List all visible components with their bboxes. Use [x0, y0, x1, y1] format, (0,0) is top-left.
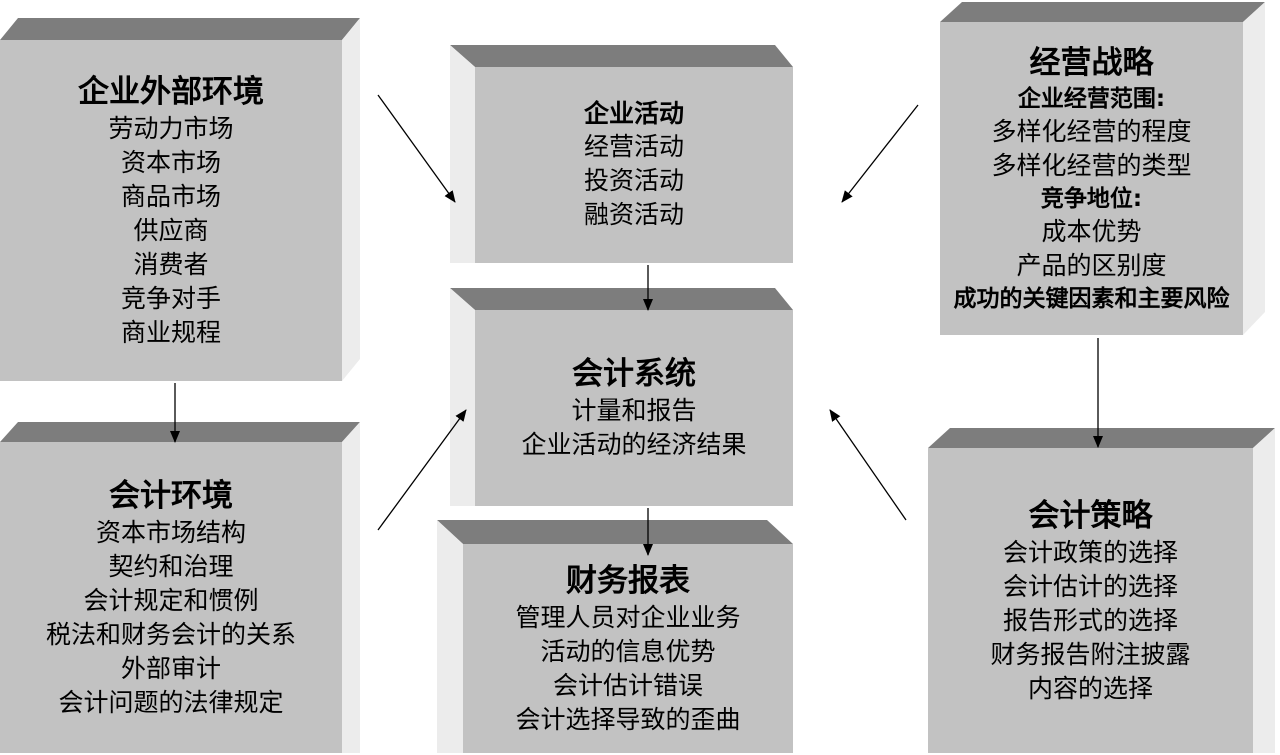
list-item: 投资活动	[583, 166, 684, 195]
list-item: 商品市场	[120, 181, 221, 211]
list-item: 消费者	[133, 249, 209, 279]
external-environment-title: 企业外部环境	[78, 73, 264, 110]
list-item: 多样化经营的程度	[991, 116, 1192, 146]
list-item: 融资活动	[583, 200, 684, 229]
list-item: 报告形式的选择	[1002, 605, 1178, 635]
list-item: 契约和治理	[108, 551, 234, 581]
arrow-external-to-activities	[377, 94, 456, 203]
list-item: 多样化经营的类型	[991, 150, 1192, 180]
list-item: 竞争对手	[120, 283, 221, 313]
list-item: 会计选择导致的歪曲	[515, 704, 741, 734]
list-item: 经营活动	[583, 132, 684, 161]
list-item: 商业规程	[120, 317, 221, 347]
competitive-position-label: 竞争地位:	[1040, 185, 1143, 212]
financial-statements-title: 财务报表	[566, 562, 690, 599]
arrow-accounting-strategy-to-system	[829, 409, 907, 521]
accounting-environment-title: 会计环境	[109, 477, 233, 514]
key-factors-label: 成功的关键因素和主要风险	[953, 285, 1230, 312]
list-item: 外部审计	[120, 653, 221, 683]
list-item: 内容的选择	[1027, 673, 1153, 703]
list-item: 产品的区别度	[1016, 250, 1167, 280]
list-item: 管理人员对企业业务	[515, 602, 741, 632]
list-item: 会计问题的法律规定	[58, 687, 284, 717]
list-item: 成本优势	[1041, 216, 1142, 246]
accounting-system-title: 会计系统	[572, 356, 696, 392]
list-item: 会计估计的选择	[1002, 571, 1178, 601]
list-item: 计量和报告	[571, 396, 697, 425]
list-item: 供应商	[133, 215, 209, 245]
list-item: 劳动力市场	[108, 113, 234, 143]
arrow-accounting-env-to-system	[377, 409, 467, 531]
list-item: 会计政策的选择	[1002, 537, 1178, 567]
list-item: 活动的信息优势	[540, 636, 716, 666]
list-item: 会计规定和惯例	[83, 585, 259, 615]
arrow-strategy-to-activities	[841, 104, 919, 203]
list-item: 资本市场结构	[95, 517, 246, 547]
list-item: 会计估计错误	[552, 670, 703, 700]
list-item: 企业活动的经济结果	[521, 430, 747, 459]
accounting-strategy-title: 会计策略	[1028, 497, 1153, 534]
list-item: 税法和财务会计的关系	[45, 619, 296, 649]
scope-label: 企业经营范围:	[1017, 85, 1166, 112]
business-strategy-title: 经营战略	[1029, 44, 1154, 81]
list-item: 资本市场	[120, 147, 221, 177]
list-item: 财务报告附注披露	[990, 639, 1191, 669]
business-activities-title: 企业活动	[583, 99, 684, 128]
